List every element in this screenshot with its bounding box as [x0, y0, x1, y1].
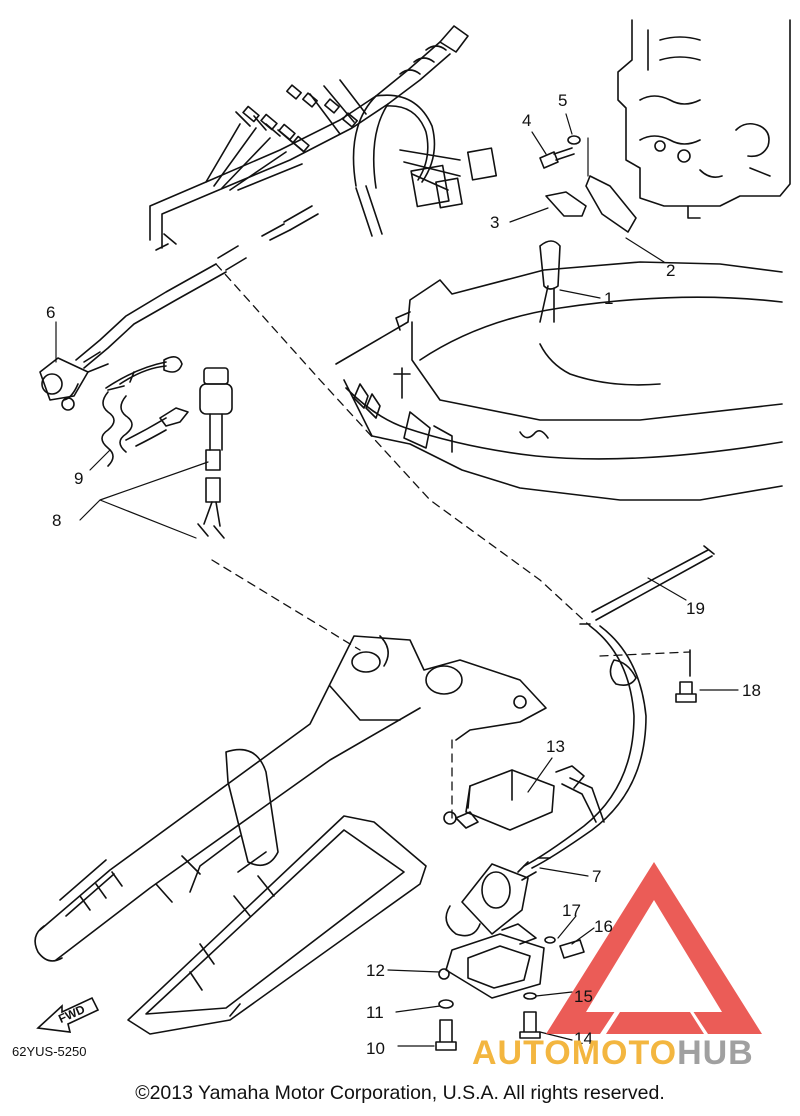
main-wire-harness	[75, 25, 498, 369]
fwd-direction-arrow	[36, 996, 100, 1033]
part-label-3: 3	[490, 213, 500, 232]
part-label-9: 9	[74, 469, 84, 488]
watermark-brand-text: AUTOMOTOHUB	[472, 1034, 754, 1073]
part-label-11: 11	[366, 1003, 384, 1022]
part-label-4: 4	[522, 111, 532, 130]
part-label-7: 7	[592, 867, 602, 886]
watermark-brand-part1: AUTOMOTO	[472, 1034, 678, 1072]
part-label-2: 2	[666, 261, 676, 280]
switch-holder	[438, 923, 545, 999]
part-label-16: 16	[594, 917, 613, 936]
switch-cover	[443, 765, 605, 831]
control-cable	[523, 623, 691, 869]
part-label-10: 10	[366, 1039, 385, 1058]
copyright-notice: ©2013 Yamaha Motor Corporation, U.S.A. A…	[135, 1082, 665, 1104]
emergency-stop-lanyard	[101, 356, 189, 467]
leader-lines	[211, 263, 691, 821]
watermark-brand: AUTOMOTOHUB	[472, 1028, 792, 1078]
part-label-14: 14	[574, 1029, 593, 1048]
part-label-17: 17	[562, 901, 581, 920]
main-harness-connector	[39, 351, 109, 411]
label-leaders	[55, 113, 739, 1047]
hardware	[435, 135, 715, 1051]
part-label-1: 1	[604, 289, 614, 308]
part-label-8: 8	[52, 511, 62, 530]
watermark-logo-icon	[546, 862, 762, 1034]
part-label-15: 15	[574, 987, 593, 1006]
engine-block	[617, 19, 791, 219]
tiller-cover-plate	[127, 815, 427, 1035]
part-label-18: 18	[742, 681, 761, 700]
part-label-12: 12	[366, 961, 385, 980]
bottom-cowling	[335, 261, 783, 501]
tiller-handle	[34, 635, 547, 962]
part-label-19: 19	[686, 599, 705, 618]
emergency-stop-switch	[197, 367, 233, 539]
part-label-5: 5	[558, 91, 568, 110]
main-switch	[445, 857, 551, 937]
watermark-brand-part2: HUB	[677, 1034, 754, 1072]
part-label-13: 13	[546, 737, 565, 756]
part-label-6: 6	[46, 303, 56, 322]
diagram-part-code: 62YUS-5250	[12, 1044, 87, 1059]
